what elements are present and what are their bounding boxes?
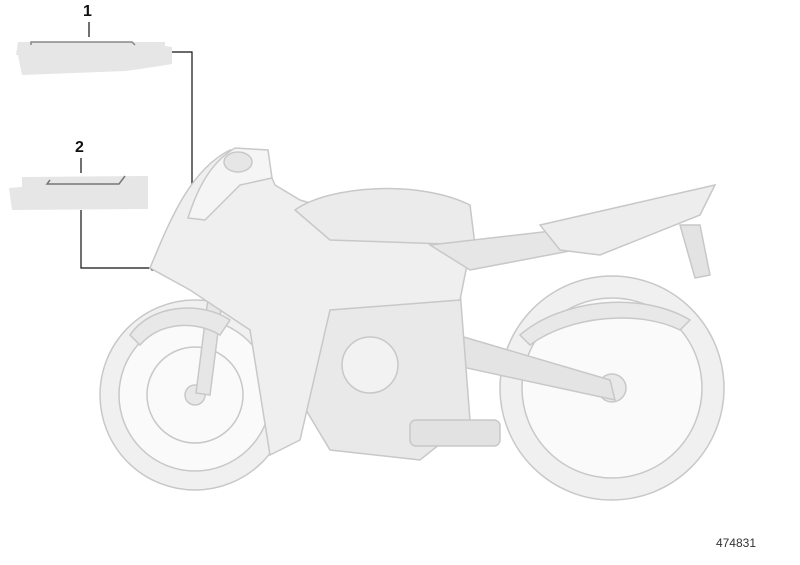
part-2-decal[interactable] [9, 175, 148, 210]
callout-1-line [172, 51, 193, 219]
part-1-decal[interactable] [16, 41, 172, 75]
callout-number-2: 2 [75, 139, 84, 156]
motorcycle-illustration [99, 147, 725, 501]
callout-number-1: 1 [83, 3, 92, 20]
diagram-number: 474831 [715, 536, 756, 550]
callout-2-line [80, 210, 152, 269]
